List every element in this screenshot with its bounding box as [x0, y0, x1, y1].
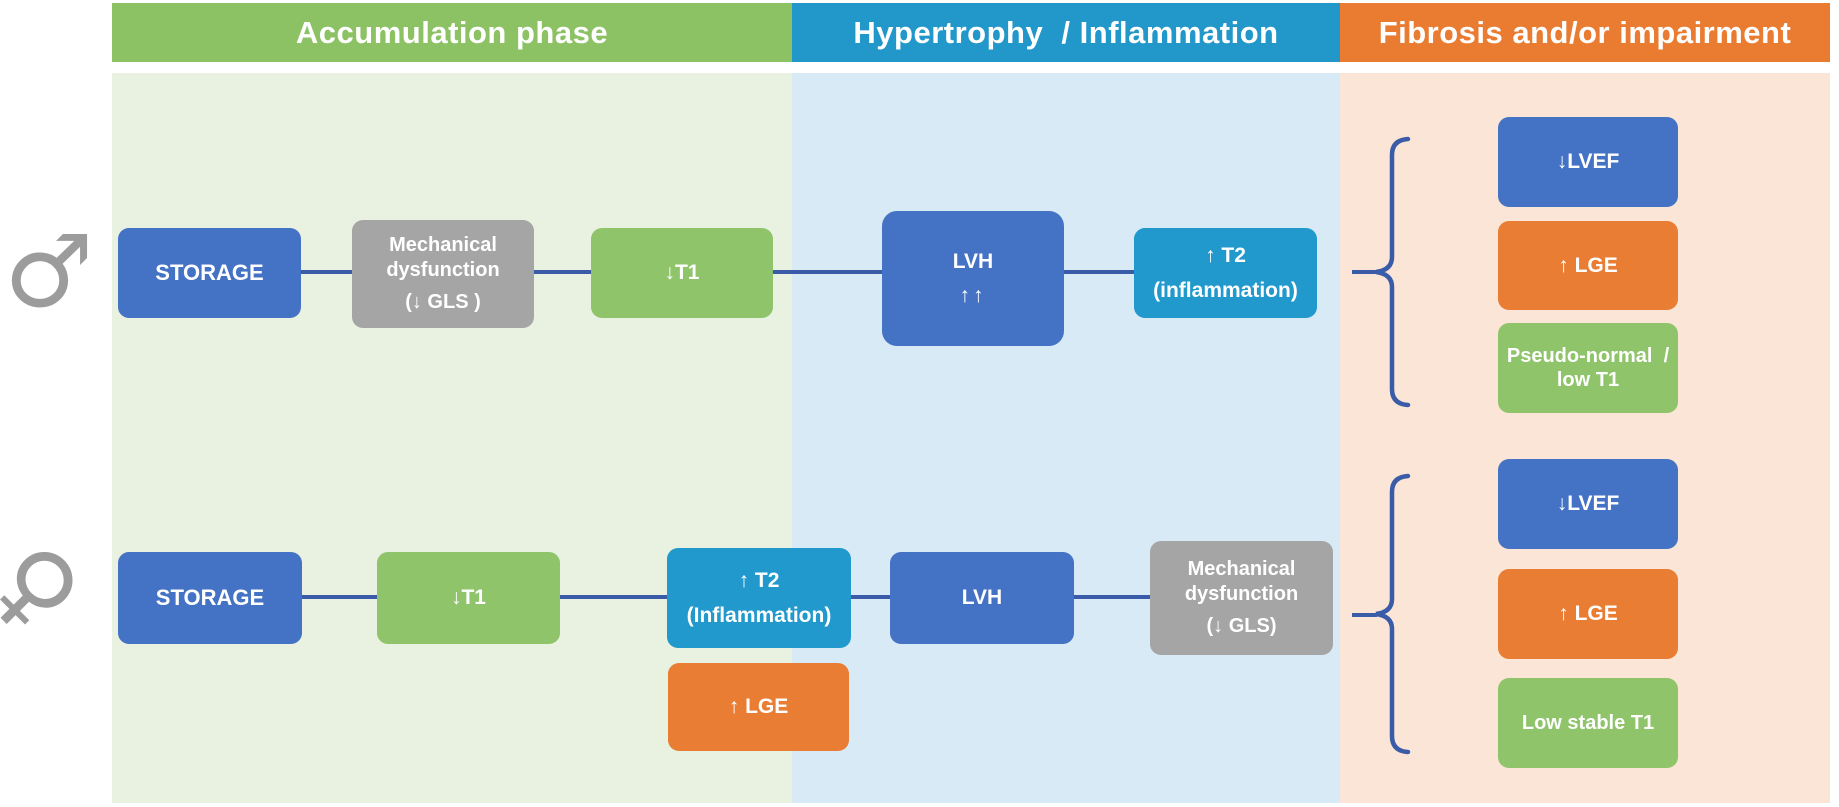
male-storage-box: STORAGE	[118, 228, 301, 318]
female-t2-inflammation-box: ↑ T2 (Inflammation)	[667, 548, 851, 648]
male-outcome-pseudo-normal-t1-box: Pseudo-normal / low T1	[1498, 323, 1678, 413]
female-storage-box: STORAGE	[118, 552, 302, 644]
connector-male-lvh-t2	[1064, 270, 1134, 274]
connector-male-storage-mech	[301, 270, 352, 274]
male-t2-inflammation-box: ↑ T2 (inflammation)	[1134, 228, 1317, 318]
column-hypertrophy-inflammation	[792, 73, 1340, 803]
connector-female-bracket-stub	[1352, 613, 1377, 617]
male-outcome-lge-box: ↑ LGE	[1498, 221, 1678, 310]
connector-male-bracket-stub	[1352, 270, 1377, 274]
phase-header-hypertrophy-label: Hypertrophy / Inflammation	[853, 14, 1279, 50]
connector-female-storage-t1	[302, 595, 377, 599]
curly-brace-icon	[1375, 136, 1411, 408]
male-lvh-box: LVH ↑↑	[882, 211, 1064, 346]
phase-header-accumulation-label: Accumulation phase	[295, 14, 609, 50]
male-outcomes-bracket	[1375, 136, 1411, 408]
female-symbol-icon: ♀	[0, 520, 105, 655]
male-outcome-lvef-box: ↓LVEF	[1498, 117, 1678, 207]
connector-female-t1-t2	[560, 595, 667, 599]
phase-header-fibrosis-impairment: Fibrosis and/or impairment	[1340, 3, 1830, 62]
female-outcome-lge-box: ↑ LGE	[1498, 569, 1678, 659]
male-t1-box: ↓T1	[591, 228, 773, 318]
phase-header-hypertrophy-inflammation: Hypertrophy / Inflammation	[792, 3, 1340, 62]
connector-male-t1-lvh	[772, 270, 882, 274]
female-mechanical-dysfunction-box: Mechanical dysfunction (↓ GLS)	[1150, 541, 1333, 655]
connector-male-mech-t1	[533, 270, 591, 274]
curly-brace-icon	[1375, 473, 1411, 755]
female-t1-box: ↓T1	[377, 552, 560, 644]
male-symbol-icon: ♂	[4, 213, 94, 330]
female-outcomes-bracket	[1375, 473, 1411, 755]
male-mechanical-dysfunction-box: Mechanical dysfunction (↓ GLS )	[352, 220, 534, 328]
connector-female-lvh-mech	[1074, 595, 1150, 599]
phase-header-accumulation: Accumulation phase	[112, 3, 792, 62]
connector-female-t2-lvh	[850, 595, 891, 599]
female-outcome-lvef-box: ↓LVEF	[1498, 459, 1678, 549]
phase-header-fibrosis-label: Fibrosis and/or impairment	[1378, 14, 1792, 50]
female-lvh-box: LVH	[890, 552, 1074, 644]
female-outcome-low-stable-t1-box: Low stable T1	[1498, 678, 1678, 768]
female-lge-box: ↑ LGE	[668, 663, 849, 751]
